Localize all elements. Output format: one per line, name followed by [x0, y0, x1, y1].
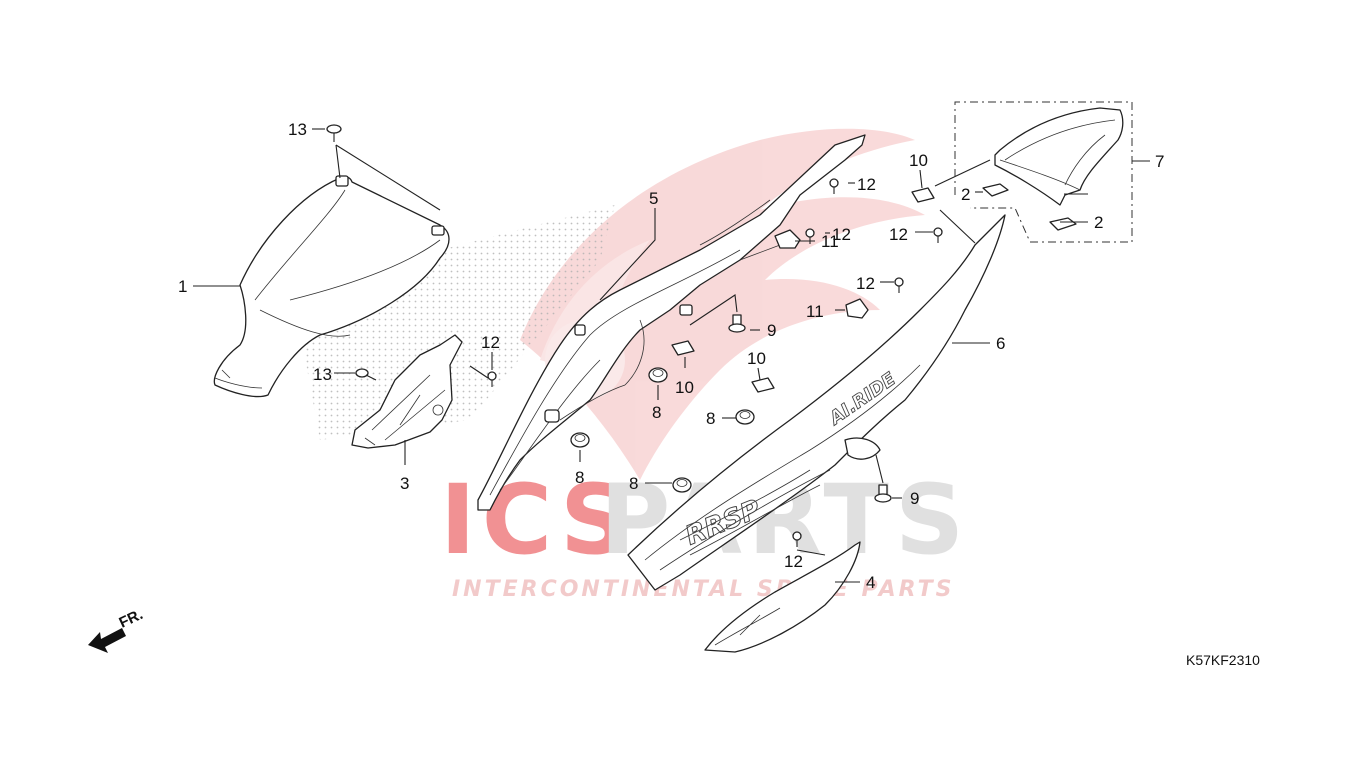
part-4-lower-cover[interactable]	[704, 541, 861, 653]
callout-12-f: 12	[784, 552, 803, 571]
callout-1: 1	[178, 277, 187, 296]
part-12-screw-e[interactable]	[487, 371, 497, 387]
part-2-pad-upper[interactable]	[982, 183, 1009, 197]
callout-7: 7	[1155, 152, 1164, 171]
part-7-tail-cover[interactable]	[994, 107, 1124, 206]
part-10-clip-upper[interactable]	[911, 187, 935, 203]
callout-12-b: 12	[832, 225, 851, 244]
callout-5: 5	[649, 189, 658, 208]
callout-10-mid: 10	[675, 378, 694, 397]
front-direction-indicator: FR.	[88, 606, 146, 653]
leader-lines	[193, 128, 1150, 583]
part-8-grommet-b[interactable]	[570, 432, 590, 448]
callout-13-upper: 13	[288, 120, 307, 139]
callout-13-lower: 13	[313, 365, 332, 384]
callout-2-upper: 2	[961, 185, 970, 204]
callout-11-lower: 11	[806, 302, 824, 321]
part-12-screw-b[interactable]	[805, 228, 815, 244]
watermark-tagline: INTERCONTINENTAL SPARE PARTS	[452, 577, 954, 602]
part-3-bracket[interactable]	[351, 334, 463, 449]
callout-12-c: 12	[889, 225, 908, 244]
callout-12-d: 12	[856, 274, 875, 293]
callout-10-lower: 10	[747, 349, 766, 368]
part-1-side-cover[interactable]	[213, 175, 450, 398]
part-8-grommet-a[interactable]	[648, 367, 668, 383]
part-12-screw-f[interactable]	[792, 531, 802, 547]
callout-8-b: 8	[575, 468, 584, 487]
part-9-bolt-lower[interactable]	[874, 484, 892, 503]
callout-12-a: 12	[857, 175, 876, 194]
front-direction-label: FR.	[117, 606, 146, 632]
part-2-pad-lower[interactable]	[1049, 217, 1077, 231]
callout-labels: 1 2 2 3 4 5 6 7 8 8 8 8 9 9 10 10 10 11 …	[178, 120, 1164, 592]
part-8-grommet-d[interactable]	[672, 477, 692, 493]
front-arrow-icon	[88, 628, 126, 653]
part-7-bracket-box	[954, 101, 1133, 243]
callout-8-c: 8	[706, 409, 715, 428]
callout-4: 4	[866, 573, 875, 592]
callout-8-a: 8	[652, 403, 661, 422]
callout-10-upper: 10	[909, 151, 928, 170]
part-5-frame-cover[interactable]	[477, 134, 866, 511]
callout-12-e: 12	[481, 333, 500, 352]
part-13-screw-lower[interactable]	[355, 368, 377, 381]
part-10-clip-mid[interactable]	[671, 340, 695, 356]
callout-8-d: 8	[629, 474, 638, 493]
part-11-nut-upper[interactable]	[774, 229, 801, 249]
part-12-screw-a[interactable]	[829, 178, 839, 194]
callout-6: 6	[996, 334, 1005, 353]
part-13-screw-upper[interactable]	[326, 124, 342, 142]
callout-9-lower: 9	[910, 489, 919, 508]
watermark-brand-left: ICS	[440, 464, 635, 576]
diagram-code: K57KF2310	[1186, 652, 1260, 668]
callout-3: 3	[400, 474, 409, 493]
part-9-bolt-upper[interactable]	[728, 314, 746, 333]
part-12-screw-c[interactable]	[933, 227, 943, 243]
callout-11-upper: 11	[821, 232, 839, 251]
part-10-clip-lower[interactable]	[751, 377, 775, 393]
part-11-nut-lower[interactable]	[845, 298, 869, 319]
watermark-text: ICS PARTS INTERCONTINENTAL SPARE PARTS	[440, 464, 964, 602]
dotted-shade-left	[300, 205, 615, 440]
callout-9-upper: 9	[767, 321, 776, 340]
part-12-screw-d[interactable]	[894, 277, 904, 293]
callout-2-lower: 2	[1094, 213, 1103, 232]
part-8-grommet-c[interactable]	[735, 409, 755, 425]
